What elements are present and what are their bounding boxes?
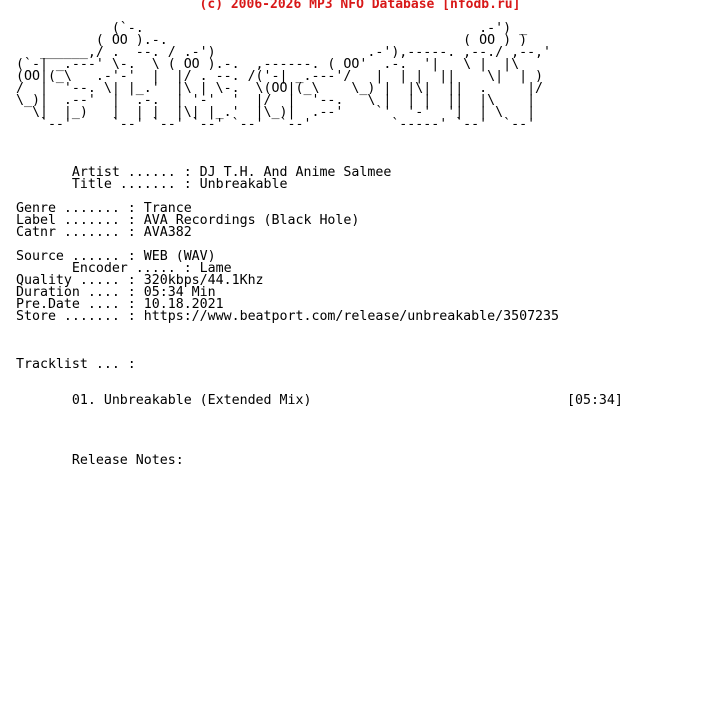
ascii-art-line-6: / | '--. \| |_.' |\ | \-. \(OO|(_\ \_) |… <box>16 81 544 96</box>
predate-line: Pre.Date .... : 10.18.2021 <box>16 297 224 312</box>
spacer-line <box>16 143 623 155</box>
spacer-line <box>16 407 623 419</box>
label-line: Label ....... : AVA Recordings (Black Ho… <box>16 213 360 228</box>
source-line: Source ...... : WEB (WAV) <box>16 249 216 264</box>
duration-line: Duration .... : 05:34 Min <box>16 285 216 300</box>
spacer-line <box>16 419 623 431</box>
catnr-line: Catnr ....... : AVA382 <box>16 225 192 240</box>
release-notes-heading: Release Notes: <box>16 453 184 468</box>
track-01-line: 01. Unbreakable (Extended Mix) [05:34] <box>16 393 623 408</box>
ascii-art-line-2: ( OO ).-. ( OO ) ) <box>16 33 528 48</box>
ascii-art-line-3: ______,/ . --. / .-') .-'),-----. ,--./ … <box>16 45 552 60</box>
site-header: (c) 2006-2026 MP3 NFO Database [nfodb.ru… <box>199 0 521 12</box>
ascii-art-line-1: (`-. .-') _ <box>16 21 528 36</box>
store-line: Store ....... : https://www.beatport.com… <box>16 309 560 324</box>
ascii-art-line-7: \_)| .--' | .-. | '-' ' |/ | '--. \ | | … <box>16 93 536 108</box>
ascii-art-line-4: (`-| _.---' \-. \ ( OO ).-. ,------. ( O… <box>16 57 520 72</box>
nfo-text-block: (`-. .-') _ ( OO ).-. ( OO ) ) ______,/ … <box>16 21 623 468</box>
spacer-line <box>16 131 623 143</box>
tracklist-heading: Tracklist ... : <box>16 357 136 372</box>
spacer-line <box>16 335 623 347</box>
quality-line: Quality ..... : 320kbps/44.1Khz <box>16 273 264 288</box>
spacer-line <box>16 431 623 443</box>
ascii-art-line-9: `--' `--' `--' `--' `--' `--' `-----' `-… <box>16 117 536 132</box>
encoder-line: Encoder ..... : Lame <box>16 261 232 276</box>
artist-line: Artist ...... : DJ T.H. And Anime Salmee <box>16 165 392 180</box>
title-line: Title ....... : Unbreakable <box>16 177 288 192</box>
genre-line: Genre ....... : Trance <box>16 201 192 216</box>
ascii-art-line-8: \| |_) | | | |\| |_.' |\_)| .--' `' '-' … <box>16 105 536 120</box>
spacer-line <box>16 323 623 335</box>
ascii-art-line-5: (OO|(_\ .-'-' | |/ . --. /('-| _.---'/ |… <box>16 69 544 84</box>
spacer-line <box>16 371 623 383</box>
